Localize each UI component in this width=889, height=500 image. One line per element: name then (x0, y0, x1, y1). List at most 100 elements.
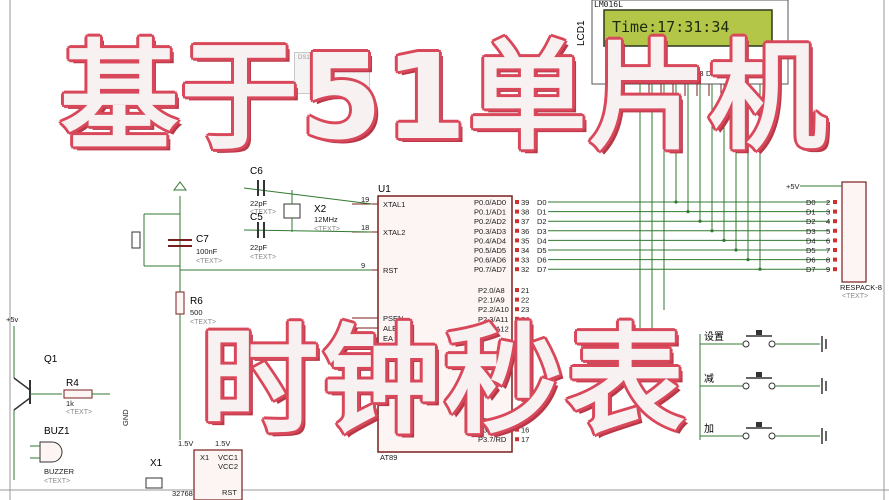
r4-text-placeholder: <TEXT> (66, 409, 92, 416)
lcd-pin-label: D1 (670, 69, 680, 78)
respack-net-label: D4 (806, 236, 816, 245)
data-bus-wires (548, 84, 830, 271)
respack-vcc-label: +5V (786, 182, 800, 191)
pin-state-marker (833, 200, 837, 204)
u1-p0-pin-number: 35 (521, 236, 529, 245)
schematic-title-popup: DS1302 Clock - 1/3 (294, 52, 370, 94)
r6-value-label: 500 (190, 308, 203, 317)
pin-state-marker (515, 316, 519, 321)
u1-p2-pin-name: P2.4/A12 (478, 324, 509, 333)
u3-rst-pin: RST (222, 488, 237, 497)
u1-p0-pin-name: P0.1/AD1 (474, 208, 506, 217)
respack-net-label: D5 (806, 246, 816, 255)
u1-p2-pin-name: P2.1/A9 (478, 296, 505, 305)
pin-state-marker (833, 257, 837, 262)
buz1-ref-label: BUZ1 (44, 426, 70, 437)
lcd-control-wires (639, 84, 701, 440)
c7-text-placeholder: <TEXT> (196, 258, 222, 265)
u1-p0-pin-number: 33 (521, 256, 529, 265)
respack-pin-number: 8 (826, 256, 830, 265)
lcd-pin-label: D2 (682, 69, 692, 78)
button-label: 加 (704, 423, 714, 435)
lcd-pin-label: RS (646, 69, 656, 78)
crystal-x2[interactable]: X2 12MHz <TEXT> (243, 187, 373, 233)
c6-text-placeholder: <TEXT> (250, 209, 276, 216)
rtc-chip-u3[interactable]: 1.5V 1.5V X1 VCC1 VCC2 RST X1 32768 (145, 439, 243, 500)
x1-value-label: 32768 (172, 489, 193, 498)
c7-value-label: 100nF (196, 247, 218, 256)
u1-p0-pin-number: 36 (521, 227, 529, 236)
u3-x1-pin: X1 (200, 453, 209, 462)
vcc-5v-label: +5v (6, 315, 19, 324)
pin-state-marker (515, 200, 519, 204)
r4-value-label: 1k (66, 399, 74, 408)
u1-pin-name: ALE (383, 324, 397, 333)
pin-state-marker (833, 219, 837, 224)
u1-p3-pin-name: P3.5/T1 (478, 416, 504, 425)
pin-state-marker (833, 248, 837, 252)
lcd-pin-label: D0 (658, 69, 668, 78)
pin-state-marker (515, 427, 519, 432)
r4-ref-label: R4 (66, 378, 79, 389)
pin-state-marker (515, 326, 519, 331)
c6-value-label: 22pF (250, 199, 268, 208)
lcd-pin-label: D3 (694, 69, 704, 78)
u1-p0-pin-name: P0.7/AD7 (474, 265, 506, 274)
respack-net-label: D6 (806, 256, 816, 265)
pin-state-marker (515, 257, 519, 262)
buz1-text-placeholder: <TEXT> (44, 478, 70, 485)
u1-p2-pin-number: 25 (521, 324, 529, 333)
u1-p0-pin-number: 37 (521, 217, 529, 226)
respack-pin-number: 3 (826, 208, 830, 217)
net-label: D3 (537, 227, 547, 236)
pin-state-marker (515, 248, 519, 252)
u3-15v-label: 1.5V (178, 439, 193, 448)
respack-pin-number: 7 (826, 246, 830, 255)
push-button[interactable]: 加 (700, 422, 827, 444)
reset-circuit[interactable]: C7 100nF <TEXT> R6 500 <TEXT> (131, 181, 372, 440)
u1-p3-pin-number: 17 (521, 435, 529, 444)
u1-p3-pin-name: P3.7/RD (478, 435, 507, 444)
capacitor-c5[interactable]: C5 22pF <TEXT> (250, 212, 276, 261)
respack-net-label: D0 (806, 198, 816, 207)
pin-state-marker (515, 219, 519, 224)
respack-net-label: D7 (806, 265, 816, 274)
push-button[interactable]: 减 (700, 372, 827, 394)
button-label: 减 (704, 373, 714, 385)
u1-p2-pin-number: 23 (521, 305, 529, 314)
pin-state-marker (515, 267, 519, 272)
respack-pin-number: 4 (826, 217, 830, 226)
buzzer-buz1[interactable]: BUZ1 BUZZER <TEXT> (13, 410, 75, 485)
u1-p2-pin-name: P2.2/A10 (478, 305, 509, 314)
respack-net-label: D1 (806, 208, 816, 217)
u1-pin-number: 19 (361, 195, 369, 204)
lcd-display-text: Time:17:31:34 (612, 18, 729, 36)
lcd-screen (603, 9, 773, 47)
u1-p3-pin-number: 15 (521, 416, 529, 425)
c5-ref-label: C5 (250, 212, 263, 223)
net-label: D4 (537, 236, 547, 245)
q1-ref-label: Q1 (44, 354, 58, 365)
gnd-label: GND (121, 409, 130, 426)
pin-state-marker (515, 288, 519, 292)
transistor-q1[interactable]: +5v Q1 R4 1k <TEXT> GND (6, 315, 130, 426)
lcd-pin-label: D6 (730, 69, 740, 78)
pin-state-marker (515, 418, 519, 422)
pin-state-marker (833, 209, 837, 214)
u3-vcc1-pin: VCC1 (218, 453, 238, 462)
capacitor-c6[interactable]: C6 22pF <TEXT> (250, 166, 276, 216)
respack-pin-number: 2 (826, 198, 830, 207)
push-button[interactable]: 设置 (700, 330, 827, 352)
pin-state-marker (515, 228, 519, 233)
lcd-pin-label: D7 (742, 69, 752, 78)
net-label: D1 (537, 208, 547, 217)
u1-p0-pin-name: P0.6/AD6 (474, 256, 506, 265)
net-label: D5 (537, 246, 547, 255)
x2-text-placeholder: <TEXT> (314, 226, 340, 233)
lcd-pin-label: D4 (706, 69, 716, 78)
u1-pin-name: XTAL2 (383, 228, 405, 237)
